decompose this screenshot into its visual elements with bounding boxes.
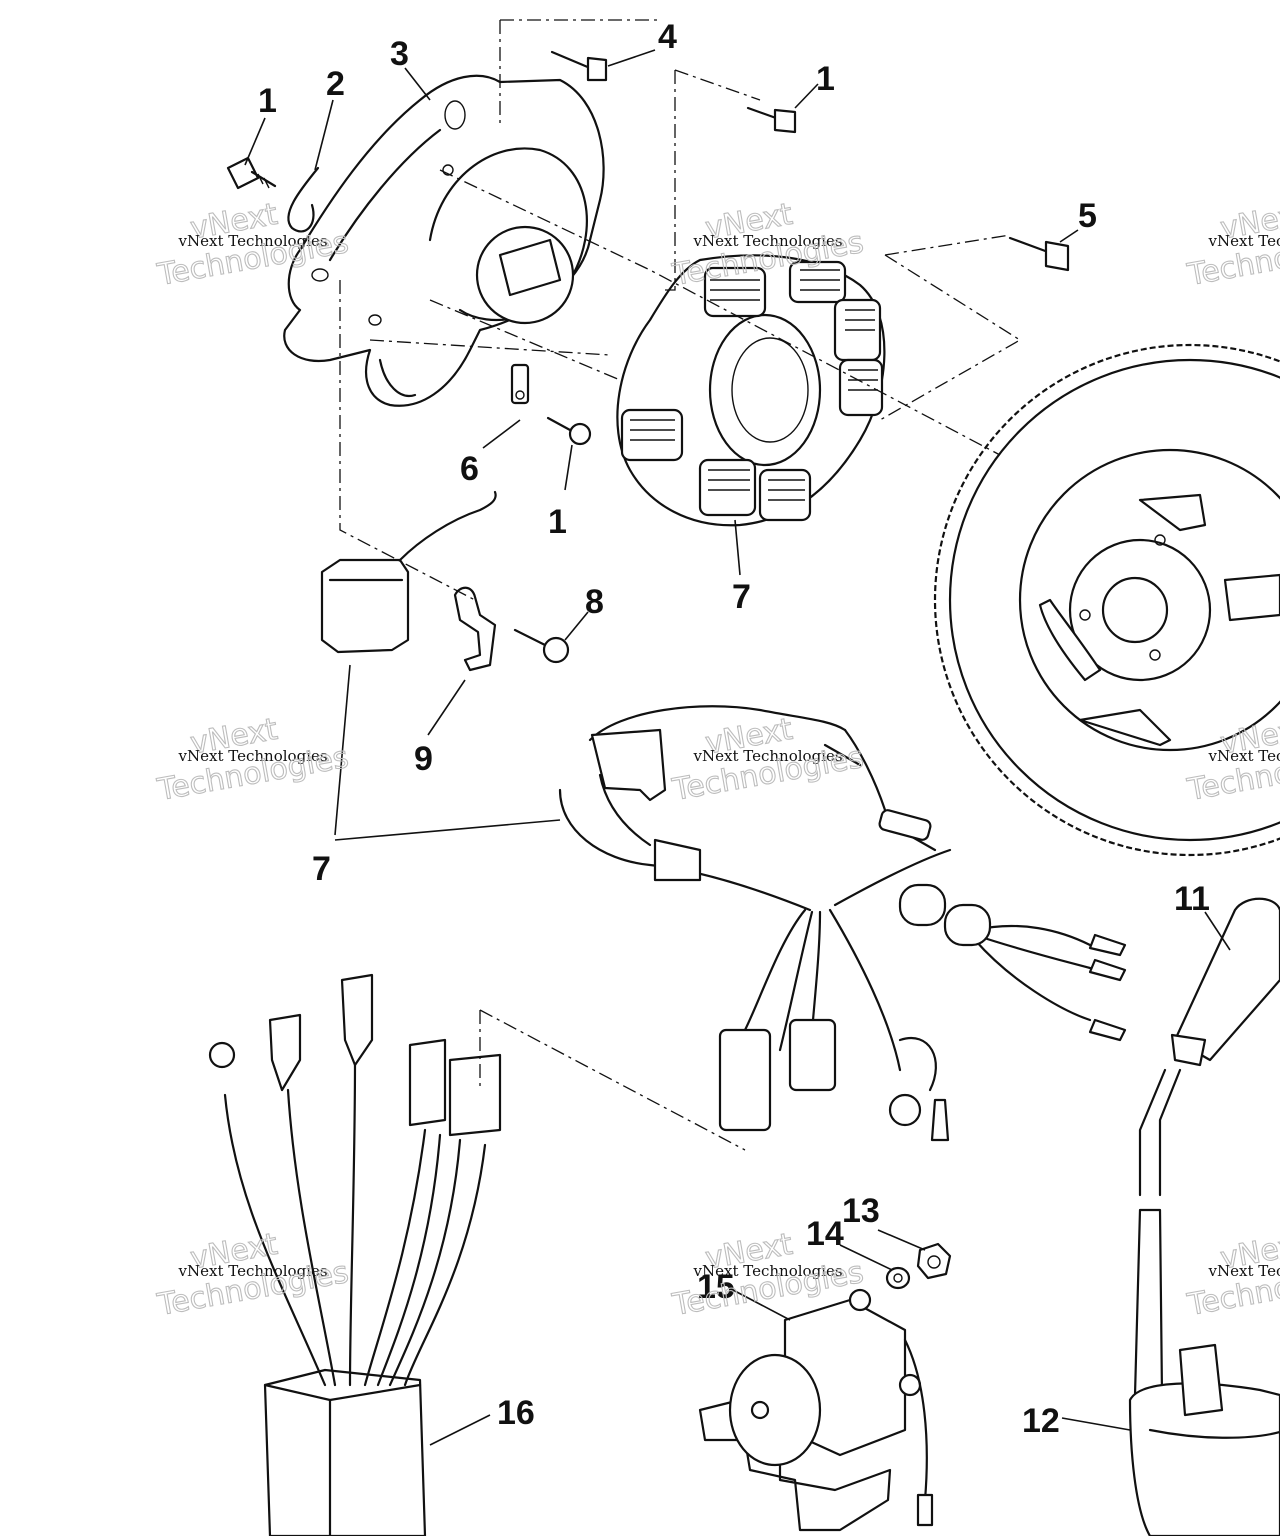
callout-7-stator: 7 <box>732 578 751 616</box>
callout-numbers: 1 2 3 4 1 5 6 1 7 8 9 7 11 13 14 15 16 1… <box>258 18 1210 1440</box>
callout-2: 2 <box>326 65 345 103</box>
nut-13 <box>916 1242 952 1280</box>
callout-leaders <box>244 49 1231 1446</box>
callout-1-top-right: 1 <box>816 60 835 98</box>
cdi-module-16 <box>208 973 502 1536</box>
watermark-5: vNext vNext Technologies Technologies <box>669 711 867 808</box>
stator-plate <box>283 74 605 407</box>
callout-7-harness: 7 <box>312 850 331 888</box>
assembly-center-lines <box>339 19 1022 1151</box>
svg-text:vNext Technologies: vNext Technologies <box>178 1262 328 1280</box>
svg-text:vNext Technologies: vNext Technologies <box>693 232 843 250</box>
svg-text:vNext Technologies: vNext Technologies <box>178 747 328 765</box>
wiring-harness <box>558 705 1127 1142</box>
spark-plug-boot-11 <box>1138 897 1280 1197</box>
screw-8 <box>513 628 570 664</box>
svg-text:vNext Technologies: vNext Technologies <box>1208 1262 1280 1280</box>
callout-6: 6 <box>460 450 479 488</box>
screw-5 <box>1008 236 1070 272</box>
screw-4 <box>550 50 608 82</box>
screw-1-middle <box>546 416 592 446</box>
callout-5: 5 <box>1078 197 1097 235</box>
callout-8: 8 <box>585 583 604 621</box>
svg-text:vNext Technologies: vNext Technologies <box>693 747 843 765</box>
svg-text:vNext Technologies: vNext Technologies <box>693 1262 843 1280</box>
svg-text:vNext Technologies: vNext Technologies <box>178 232 328 250</box>
callout-15: 15 <box>697 1268 735 1306</box>
starter-solenoid-15 <box>698 1288 934 1532</box>
callout-4: 4 <box>658 18 677 56</box>
callout-11: 11 <box>1174 880 1210 918</box>
watermark-4: vNext vNext Technologies Technologies <box>154 711 352 808</box>
callout-12: 12 <box>1022 1402 1060 1440</box>
watermark-9: vNext vNext Technologies Technologies <box>1184 1226 1280 1323</box>
callout-1-middle: 1 <box>548 503 567 541</box>
stator-coil-assembly <box>616 254 886 527</box>
callout-1-top-left: 1 <box>258 82 277 120</box>
callout-16: 16 <box>497 1394 535 1432</box>
ignition-coil-12 <box>1128 1208 1280 1536</box>
ground-tab-6 <box>510 363 530 405</box>
washer-14 <box>885 1266 911 1290</box>
svg-text:vNext Technologies: vNext Technologies <box>1208 232 1280 250</box>
screw-1-top-right <box>746 106 797 134</box>
callout-14: 14 <box>806 1215 844 1253</box>
svg-text:vNext Technologies: vNext Technologies <box>1208 747 1280 765</box>
callout-13: 13 <box>842 1192 880 1230</box>
watermark-3: vNext vNext Technologies Technologies <box>1184 196 1280 293</box>
wire-clip-2 <box>287 166 320 233</box>
callout-9: 9 <box>414 740 433 778</box>
connector-block <box>320 490 497 654</box>
callout-3: 3 <box>390 35 409 73</box>
flywheel-ring-gear <box>933 343 1280 857</box>
bracket-9 <box>453 586 497 672</box>
screw-1-top-left <box>226 156 277 190</box>
